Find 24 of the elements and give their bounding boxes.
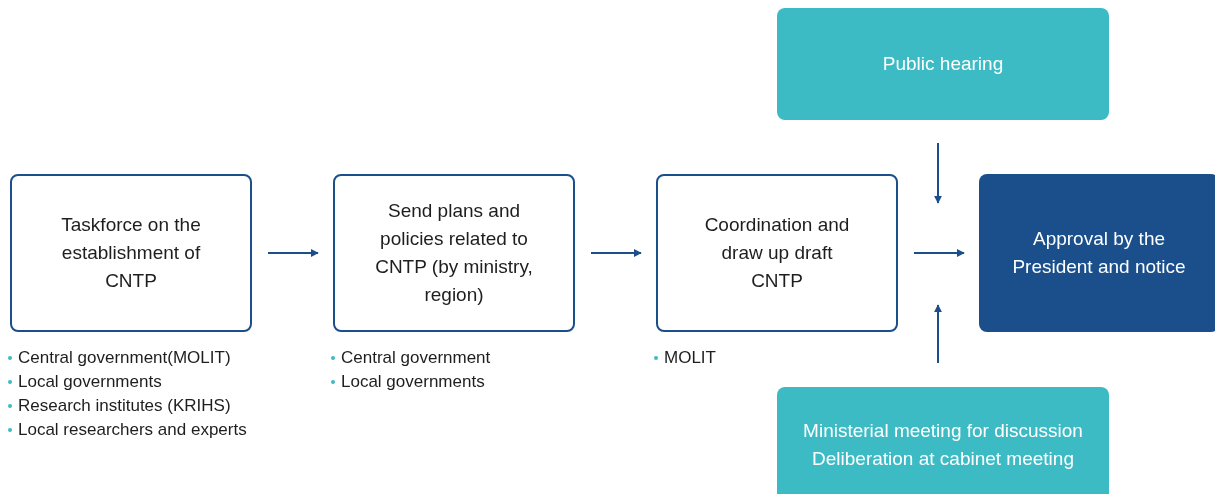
arrow: [934, 304, 942, 364]
box-label: Send plans and policies related to CNTP (by ministry, region): [374, 199, 534, 307]
arrow: [590, 249, 642, 257]
process-box: [656, 174, 898, 332]
process-box: [333, 174, 575, 332]
bullet-text: Local researchers and experts: [18, 419, 247, 441]
box-label: Public hearing: [882, 52, 1004, 76]
process-box: [979, 174, 1215, 332]
bullet-text: Local governments: [341, 371, 485, 393]
box-label: Approval by the President and notice: [1011, 227, 1187, 279]
process-box: [777, 8, 1109, 120]
box-label: Taskforce on the establishment of CNTP: [60, 213, 202, 293]
bullet-text: Central government(MOLIT): [18, 347, 231, 369]
box-label: Ministerial meeting for discussion Deliberation at cabinet meeting: [802, 418, 1084, 471]
arrow: [267, 249, 319, 257]
process-box: [10, 174, 252, 332]
bullet-text: Local governments: [18, 371, 162, 393]
arrow: [934, 142, 942, 204]
process-box: [777, 387, 1109, 494]
box-label: Coordination and draw up draft CNTP: [703, 213, 851, 293]
bullet-text: Central government: [341, 347, 491, 369]
arrow: [913, 249, 965, 257]
bullet-text: Research institutes (KRIHS): [18, 395, 231, 417]
bullet-text: MOLIT: [664, 347, 716, 369]
